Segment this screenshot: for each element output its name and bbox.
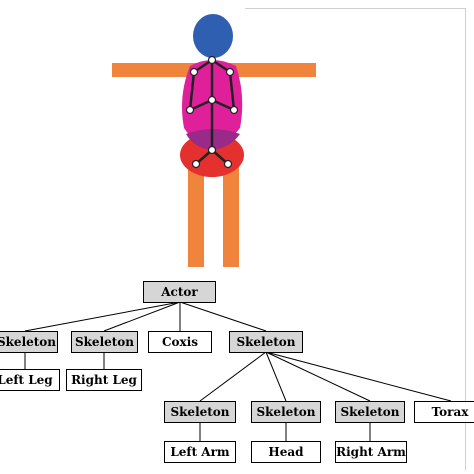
node-skeleton-upper: Skeleton — [229, 331, 303, 353]
node-skeleton-left-legs: Skeleton — [0, 331, 58, 353]
joints — [185, 55, 239, 169]
node-left-leg: Left Leg — [0, 369, 60, 391]
node-skeleton-right-arm: Skeleton — [335, 401, 405, 423]
bones — [188, 58, 236, 166]
node-skeleton-head: Skeleton — [251, 401, 321, 423]
node-right-arm: Right Arm — [335, 441, 407, 463]
node-skeleton-left-arm: Skeleton — [164, 401, 236, 423]
left-leg — [188, 165, 204, 267]
node-head: Head — [251, 441, 321, 463]
node-actor: Actor — [143, 281, 216, 303]
node-coxis: Coxis — [148, 331, 212, 353]
node-left-arm: Left Arm — [164, 441, 236, 463]
node-torax: Torax — [414, 401, 474, 423]
node-skeleton-right-leg: Skeleton — [71, 331, 138, 353]
node-right-leg: Right Leg — [66, 369, 142, 391]
right-leg — [223, 165, 239, 267]
head-shape — [193, 14, 233, 58]
frame-top-border — [245, 8, 466, 9]
tree-connectors — [24, 301, 452, 441]
frame-right-border — [465, 8, 466, 470]
